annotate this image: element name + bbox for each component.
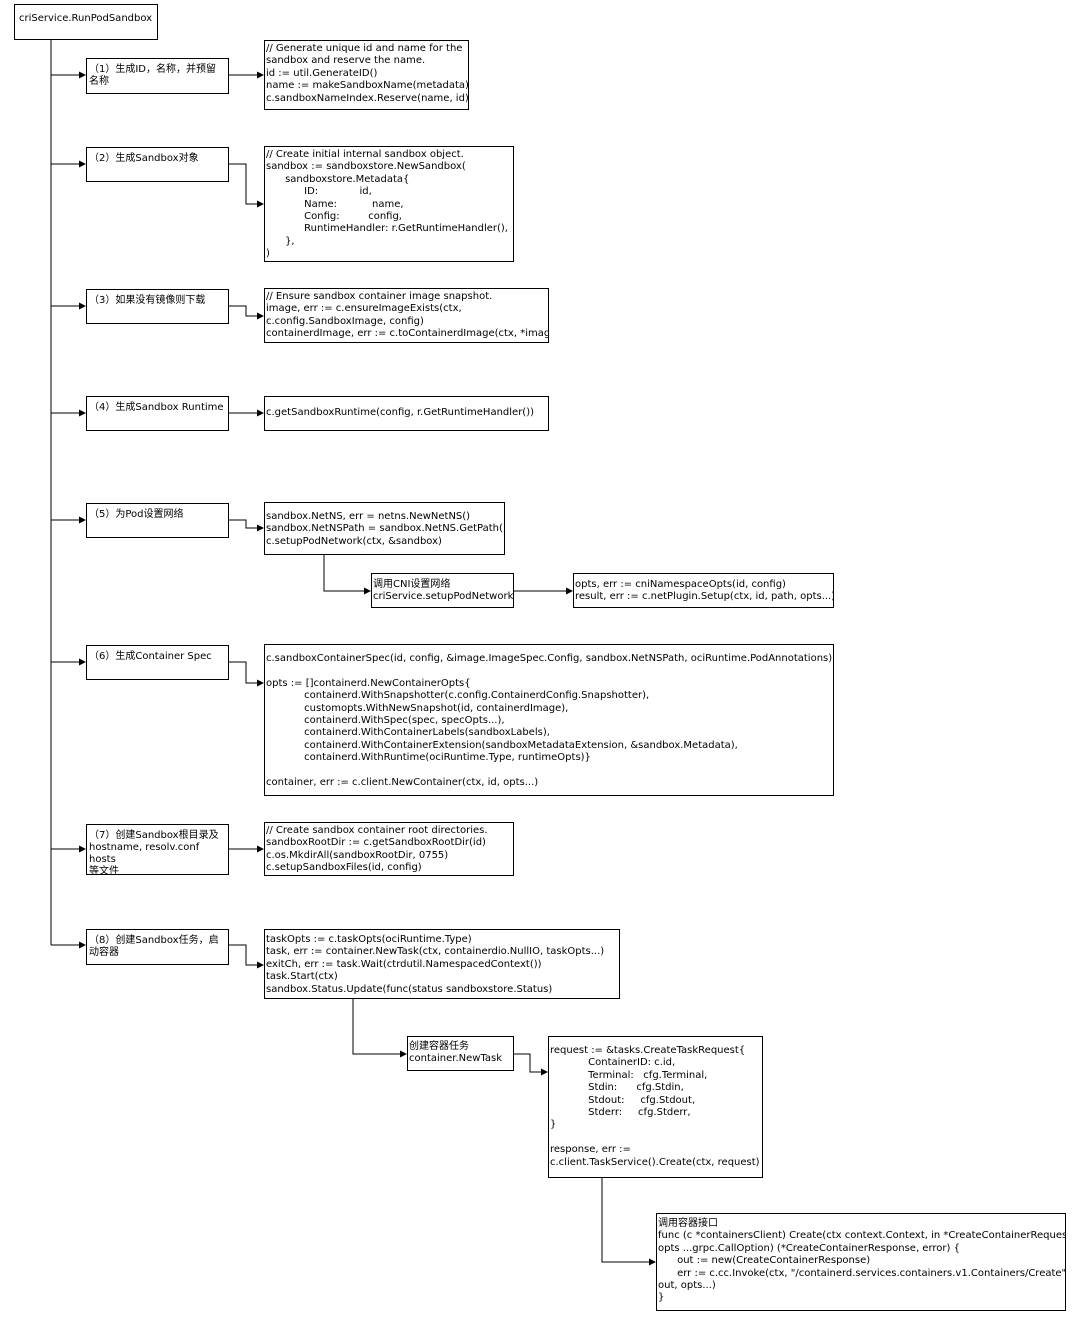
code-box-container-spec: c.sandboxContainerSpec(id, config, &imag… xyxy=(264,644,834,796)
code-box-sandbox-runtime: c.getSandboxRuntime(config, r.GetRuntime… xyxy=(264,396,549,431)
step-5-box: （5）为Pod设置网络 xyxy=(86,503,229,538)
cni-setup-box: 调用CNI设置网络 criService.setupPodNetwork xyxy=(371,573,514,608)
step-3-box: （3）如果没有镜像则下载 xyxy=(86,289,229,324)
new-task-box: 创建容器任务 container.NewTask xyxy=(407,1036,514,1071)
link-8b xyxy=(352,999,401,1055)
step-8-box: （8）创建Sandbox任务，启 动容器 xyxy=(86,929,229,965)
arrowhead-4 xyxy=(79,409,86,417)
link-5 xyxy=(229,519,258,529)
link-3 xyxy=(229,305,258,317)
arrowhead-7 xyxy=(79,845,86,853)
link-8 xyxy=(229,944,258,966)
arrowhead-5 xyxy=(79,516,86,524)
step-7-box: （7）创建Sandbox根目录及 hostname, resolv.conf h… xyxy=(86,824,229,875)
arrowhead-1 xyxy=(79,71,86,79)
link-2 xyxy=(229,163,258,205)
link-8c xyxy=(514,1053,542,1073)
code-box-netns: sandbox.NetNS, err = netns.NewNetNS() sa… xyxy=(264,502,505,555)
arrowhead-2 xyxy=(79,160,86,168)
code-box-generate-id: // Generate unique id and name for the s… xyxy=(264,40,469,110)
create-task-request-box: request := &tasks.CreateTaskRequest{ Con… xyxy=(548,1036,763,1178)
arrowhead-6 xyxy=(79,658,86,666)
step-6-box: （6）生成Container Spec xyxy=(86,645,229,680)
root-node: criService.RunPodSandbox xyxy=(14,4,158,40)
arrowhead-3 xyxy=(79,302,86,310)
code-box-task: taskOpts := c.taskOpts(ociRuntime.Type) … xyxy=(264,929,620,999)
code-box-new-sandbox: // Create initial internal sandbox objec… xyxy=(264,146,514,262)
code-box-root-dirs: // Create sandbox container root directo… xyxy=(264,822,514,876)
code-box-ensure-image: // Ensure sandbox container image snapsh… xyxy=(264,288,549,343)
link-8d xyxy=(601,1178,650,1263)
step-1-box: （1）生成ID，名称，并预留 名称 xyxy=(86,58,229,94)
arrowhead-8 xyxy=(79,941,86,949)
step-4-box: （4）生成Sandbox Runtime xyxy=(86,396,229,431)
containers-client-create-box: 调用容器接口 func (c *containersClient) Create… xyxy=(656,1213,1066,1311)
net-plugin-setup-box: opts, err := cniNamespaceOpts(id, config… xyxy=(573,573,834,608)
link-6 xyxy=(229,661,258,684)
step-2-box: （2）生成Sandbox对象 xyxy=(86,147,229,182)
link-5b xyxy=(323,555,365,592)
